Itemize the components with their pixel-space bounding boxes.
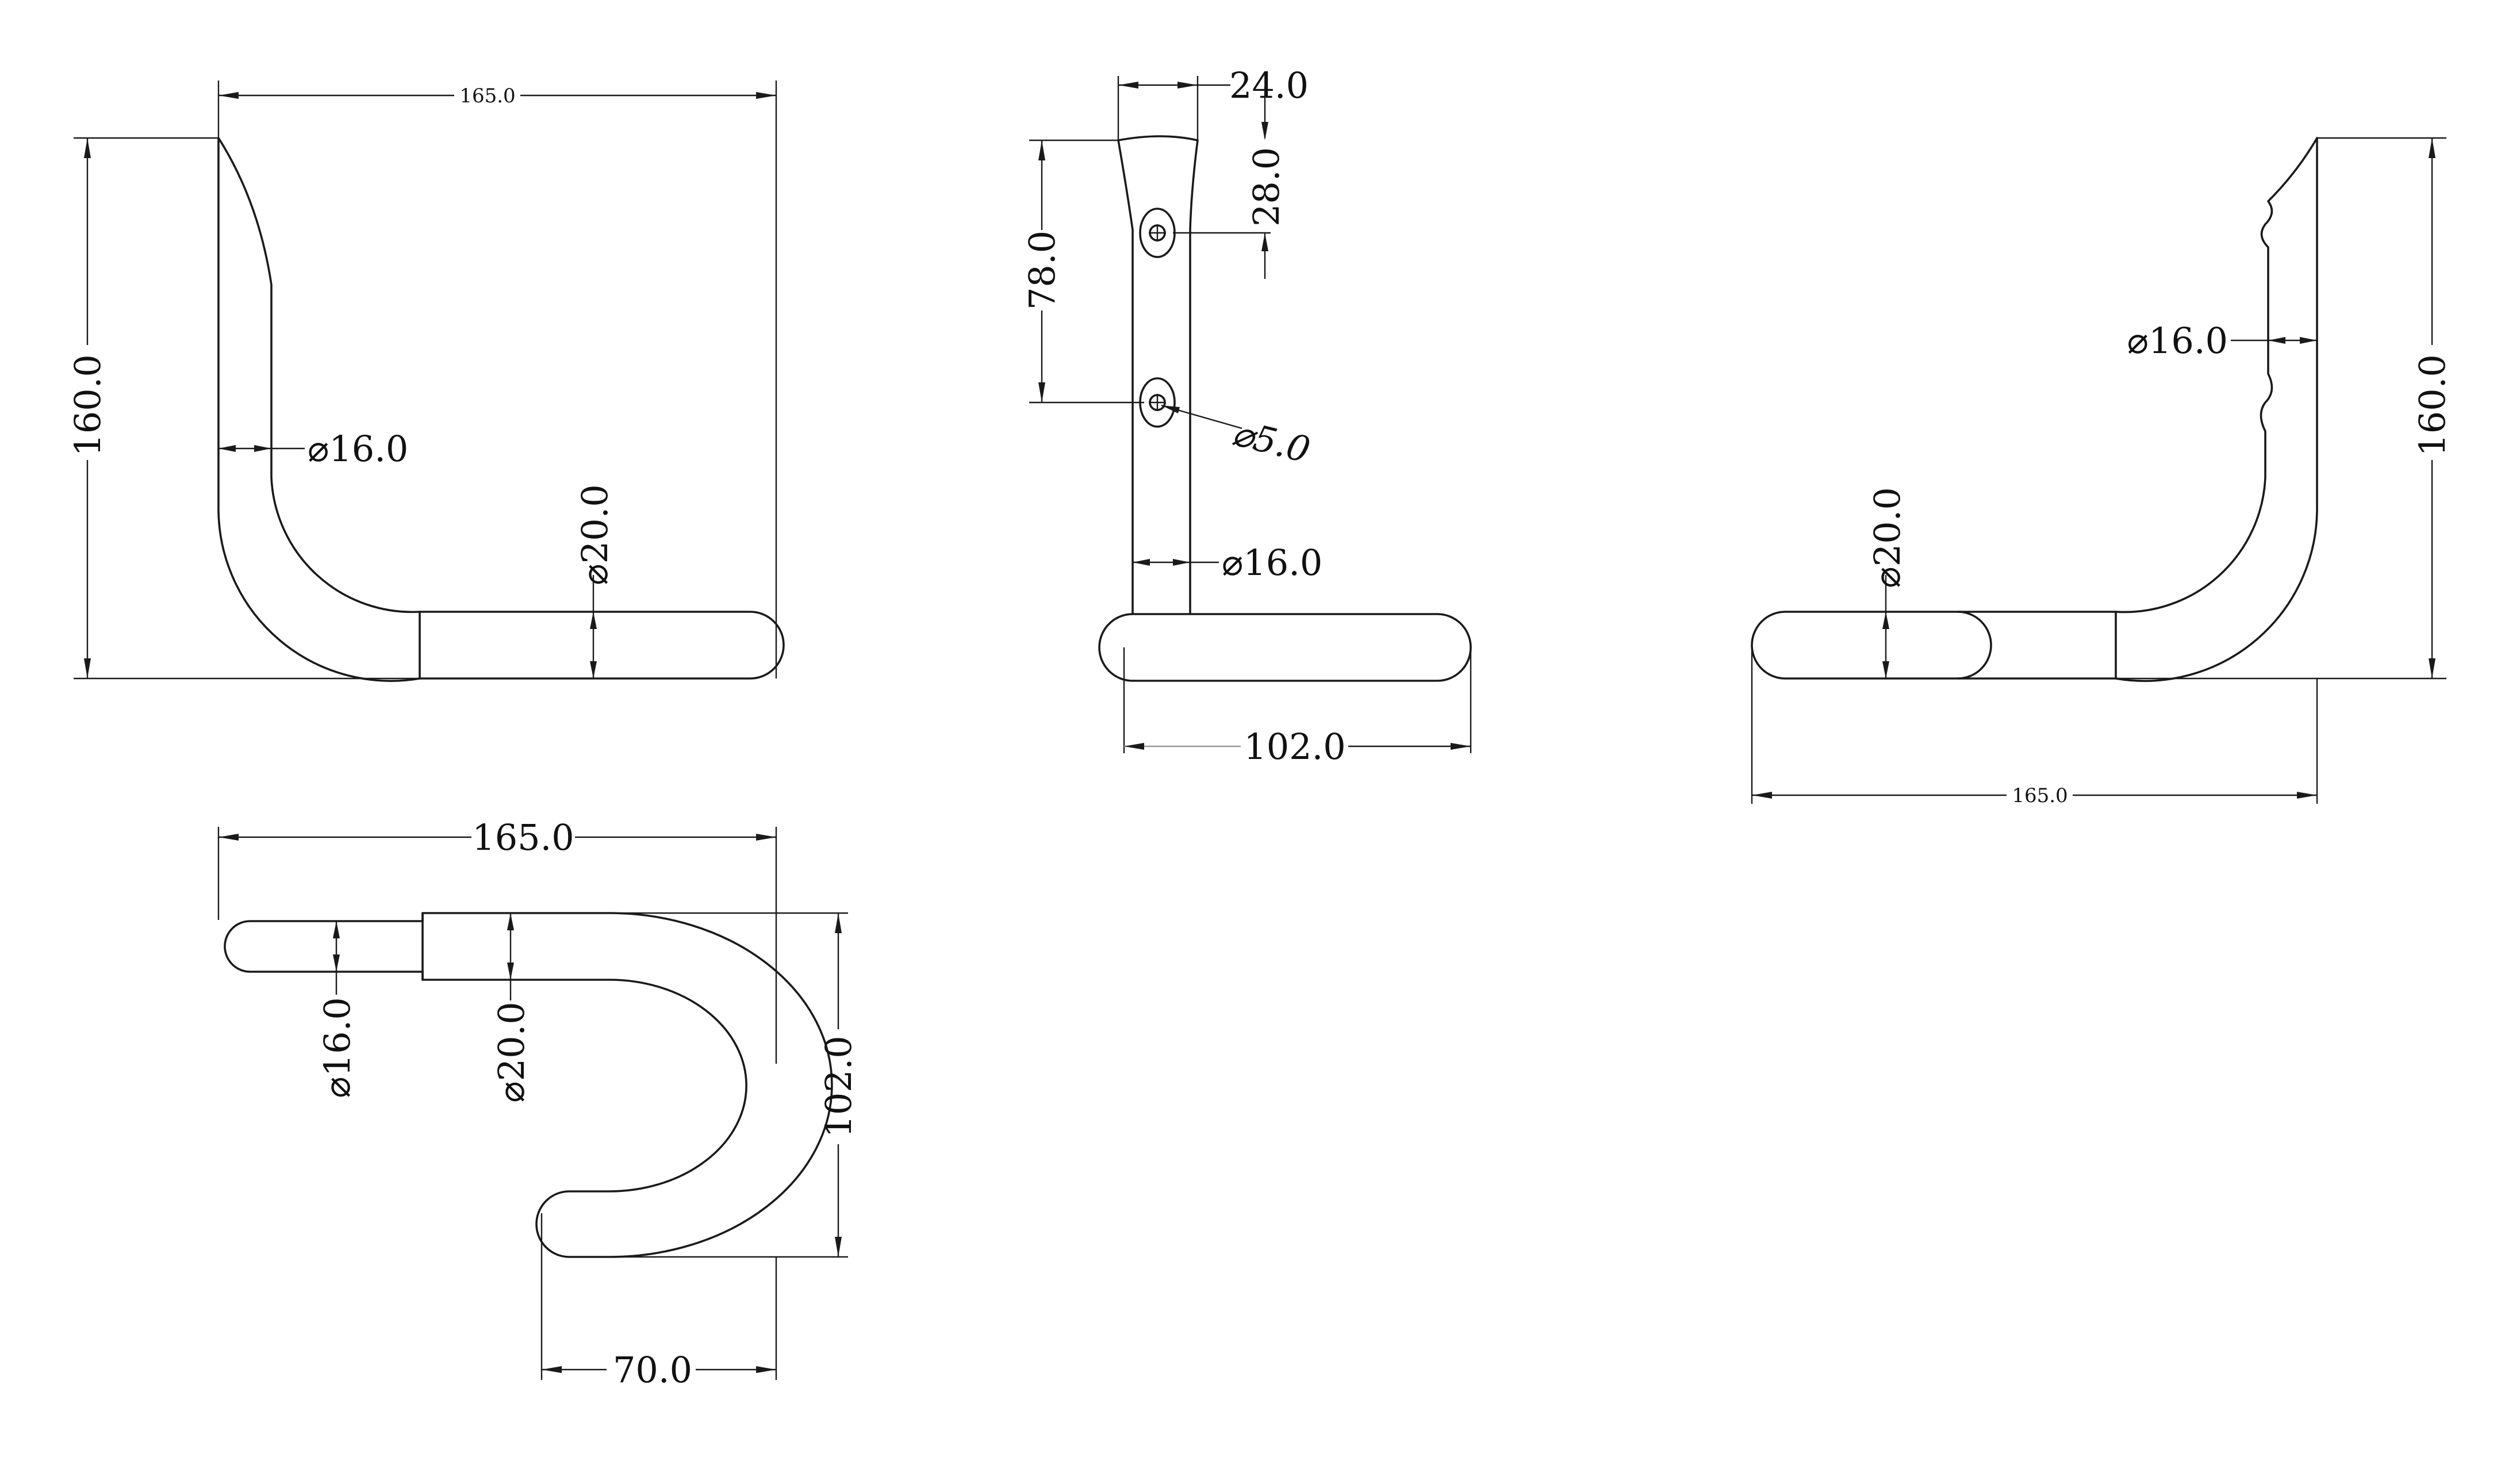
side-rod-dia-label: ⌀16.0 (1222, 542, 1322, 584)
front-sleeve-dia-label: ⌀20.0 (574, 484, 616, 585)
top-sleeve-dia-dimension: ⌀20.0 (490, 913, 532, 1103)
mirror-sleeve-dia-dimension: ⌀20.0 (1866, 487, 1908, 678)
top-tip-offset-label: 70.0 (613, 1349, 692, 1391)
side-arm-length-label: 102.0 (1244, 726, 1346, 768)
top-hook-outline (224, 912, 833, 1258)
side-top-width-label: 24.0 (1229, 64, 1309, 106)
top-depth-label: 102.0 (818, 1036, 860, 1138)
mirror-rod-dia-dimension: ⌀16.0 (2127, 320, 2317, 362)
side-hole-spacing-label: 78.0 (1021, 231, 1063, 310)
side-arm-outline (1098, 613, 1472, 682)
top-view: 165.0 ⌀16.0 ⌀20.0 102.0 70.0 (217, 816, 860, 1391)
top-rod-dia-dimension: ⌀16.0 (316, 921, 358, 1098)
mirror-rod-dia-label: ⌀16.0 (2127, 320, 2228, 362)
side-hole-offset-label: 28.0 (1245, 147, 1287, 227)
front-hook-outline (217, 137, 785, 682)
front-rod-dia-label: ⌀16.0 (308, 428, 408, 470)
side-hole-spacing-dimension: 78.0 (1021, 139, 1144, 404)
side-hole-offset-dimension: 28.0 (1173, 86, 1287, 279)
mirror-height-label: 160.0 (2411, 354, 2453, 457)
front-height-dimension: 160.0 (67, 137, 420, 680)
mirror-hook-outline (1751, 137, 2318, 682)
top-rod-dia-label: ⌀16.0 (316, 997, 358, 1098)
mirror-view: ⌀16.0 160.0 ⌀20.0 165.0 (1751, 137, 2453, 807)
top-tip-offset-dimension: 70.0 (540, 1213, 777, 1391)
side-top-width-dimension: 24.0 (1117, 64, 1309, 140)
mounting-hole-lower (1139, 377, 1176, 428)
side-hole-dia-leader: ⌀5.0 (1161, 404, 1314, 471)
front-view: 165.0 160.0 ⌀16.0 ⌀20.0 (67, 80, 785, 682)
side-rod-dia-dimension: ⌀16.0 (1133, 542, 1322, 584)
front-rod-dia-dimension: ⌀16.0 (218, 428, 408, 470)
mounting-hole-upper (1139, 208, 1176, 258)
front-width-label: 165.0 (459, 85, 515, 108)
top-sleeve-dia-label: ⌀20.0 (490, 1002, 532, 1102)
front-sleeve-dia-dimension: ⌀20.0 (574, 484, 616, 678)
mirror-sleeve-inner (1957, 611, 1992, 680)
side-plate-outline (1117, 135, 1199, 615)
side-hole-dia-label: ⌀5.0 (1228, 412, 1314, 471)
top-depth-dimension: 102.0 (609, 912, 860, 1258)
mirror-sleeve-dia-label: ⌀20.0 (1866, 487, 1908, 588)
front-width-dimension: 165.0 (217, 80, 777, 678)
mirror-height-dimension: 160.0 (2116, 137, 2453, 680)
top-width-dimension: 165.0 (217, 816, 777, 1064)
mirror-width-dimension: 165.0 (1751, 645, 2318, 807)
side-arm-length-dimension: 102.0 (1123, 647, 1472, 768)
front-height-label: 160.0 (67, 354, 109, 457)
side-view: 24.0 28.0 78.0 ⌀5.0 ⌀16.0 (1021, 64, 1472, 768)
mirror-width-label: 165.0 (2012, 784, 2068, 807)
top-width-label: 165.0 (472, 816, 574, 858)
